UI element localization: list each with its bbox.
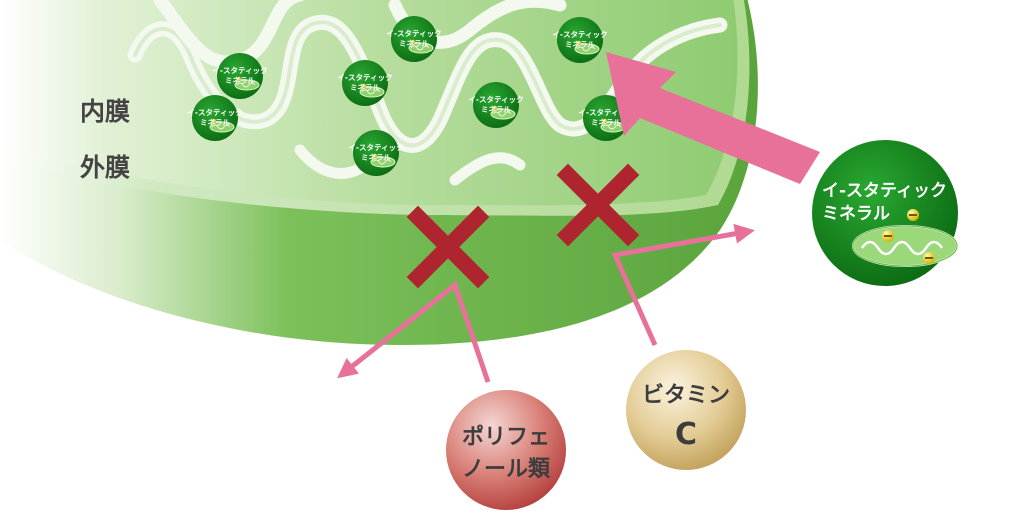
entry-arrow-icon [606, 52, 820, 184]
svg-text:イ-スタティック: イ-スタティック [468, 94, 523, 104]
svg-text:ミネラル: ミネラル [200, 118, 230, 127]
electron-dot-icon [882, 230, 894, 242]
svg-text:イ-スタティック: イ-スタティック [552, 29, 607, 39]
svg-text:ミネラル: ミネラル [591, 118, 621, 127]
polyphenol-label-line2: ノール類 [462, 457, 551, 482]
mineral-token: イ-スタティック ミネラル [348, 129, 404, 177]
svg-text:イ-スタティック: イ-スタティック [337, 72, 392, 82]
svg-text:ミネラル: ミネラル [399, 39, 429, 48]
mineral-large-label-line2: ミネラル [822, 204, 890, 224]
svg-text:イ-スタティック: イ-スタティック [578, 107, 633, 117]
mineral-token: イ-スタティック ミネラル [468, 81, 524, 129]
outer-membrane-label: 外膜 [80, 153, 130, 182]
svg-text:イ-スタティック: イ-スタティック [386, 28, 441, 38]
svg-text:イ-スタティック: イ-スタティック [212, 65, 267, 75]
mineral-token: イ-スタティック ミネラル [337, 59, 393, 107]
polyphenol-bounce-arrow-icon [337, 280, 491, 383]
inner-membrane-label: 内膜 [80, 97, 130, 126]
vitaminc-bounce-arrow-icon [611, 223, 755, 347]
vitaminc-label-line1: ビタミン [642, 383, 730, 408]
mini-mitochondrion-icon [852, 225, 958, 267]
svg-text:ミネラル: ミネラル [481, 105, 511, 114]
mineral-token: イ-スタティック ミネラル [187, 94, 243, 142]
svg-text:ミネラル: ミネラル [350, 83, 380, 92]
electron-dot-icon [923, 252, 935, 264]
electron-dot-icon [907, 209, 919, 221]
svg-text:イ-スタティック: イ-スタティック [348, 142, 403, 152]
vitaminc-bubble: ビタミン C [626, 350, 746, 470]
polyphenol-bubble: ポリフェ ノール類 [446, 390, 566, 510]
polyphenol-label-line1: ポリフェ [462, 424, 550, 450]
mineral-token: イ-スタティック ミネラル [386, 15, 442, 63]
svg-text:ミネラル: ミネラル [565, 40, 595, 49]
vitaminc-label-line2: C [675, 417, 697, 452]
svg-text:ミネラル: ミネラル [361, 153, 391, 162]
svg-text:イ-スタティック: イ-スタティック [187, 107, 242, 117]
mineral-token: イ-スタティック ミネラル [578, 94, 634, 142]
mineral-large: イ-スタティック ミネラル [812, 140, 958, 286]
mineral-token: イ-スタティック ミネラル [552, 16, 608, 64]
block-x-icon [556, 163, 640, 247]
mineral-token: イ-スタティック ミネラル [212, 52, 268, 100]
svg-text:ミネラル: ミネラル [225, 76, 255, 85]
mineral-large-label-line1: イ-スタティック [822, 181, 947, 201]
block-x-icon [406, 205, 490, 289]
